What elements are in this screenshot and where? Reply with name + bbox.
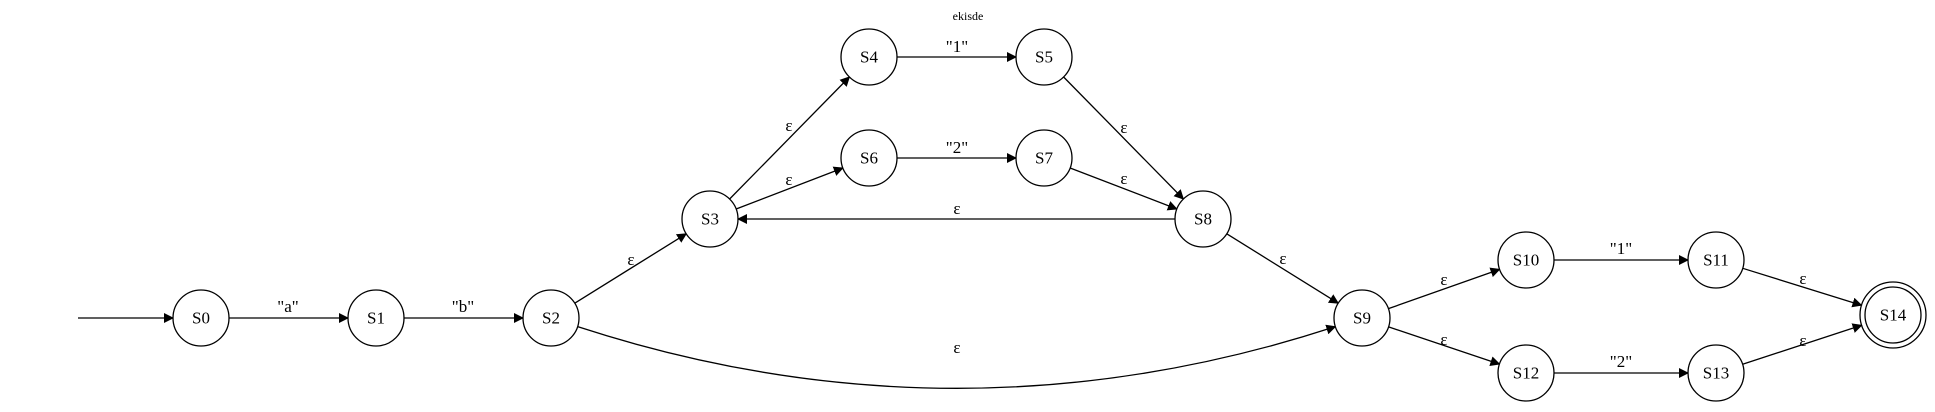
state-circle [172, 289, 230, 347]
state-circle [1333, 289, 1391, 347]
state-circle [1174, 190, 1232, 248]
state-label: S6 [860, 149, 878, 168]
state-s5: S5 [1015, 28, 1073, 86]
state-circle [1015, 28, 1073, 86]
state-label: S13 [1703, 364, 1729, 383]
state-label: S7 [1035, 149, 1053, 168]
state-circle [522, 289, 580, 347]
edge-label-s4-s5: "1" [946, 37, 968, 56]
edge-label-s3-s6: ε [785, 170, 792, 189]
state-s7: S7 [1015, 129, 1073, 187]
state-label: S14 [1880, 306, 1907, 325]
state-s8: S8 [1174, 190, 1232, 248]
edge-label-s7-s8: ε [1120, 169, 1127, 188]
state-label: S12 [1513, 364, 1539, 383]
edge-label-s13-s14: ε [1799, 331, 1806, 350]
state-s10: S10 [1497, 231, 1555, 289]
state-label: S9 [1353, 309, 1371, 328]
edge-label-s5-s8: ε [1120, 118, 1127, 137]
state-s4: S4 [840, 28, 898, 86]
state-label: S5 [1035, 48, 1053, 67]
state-label: S1 [367, 309, 385, 328]
edge-s3-s6 [735, 166, 844, 210]
state-label: S8 [1194, 210, 1212, 229]
state-s1: S1 [347, 289, 405, 347]
edge-label-s8-s3: ε [953, 199, 960, 218]
state-circle [1864, 286, 1922, 344]
edge-s8-s9 [1226, 233, 1340, 304]
state-label: S0 [192, 309, 210, 328]
state-s11: S11 [1687, 231, 1745, 289]
edge-label-s6-s7: "2" [946, 138, 968, 157]
state-s2: S2 [522, 289, 580, 347]
edge-label-s8-s9: ε [1279, 249, 1286, 268]
state-label: S11 [1703, 251, 1729, 270]
edge-s9-s12 [1388, 326, 1501, 366]
state-label: S4 [860, 48, 878, 67]
state-circle [1015, 129, 1073, 187]
state-circle [840, 129, 898, 187]
edge-s11-s14 [1742, 267, 1863, 308]
state-s12: S12 [1497, 344, 1555, 402]
edge-label-s1-s2: "b" [452, 297, 474, 316]
edge-s13-s14 [1742, 323, 1863, 365]
edges-layer: "a" "b" ε ε ε ε "1" "2" ε ε ε ε ε ε "1" "2" ε ε [78, 37, 1863, 389]
edge-s2-s9 [577, 324, 1337, 389]
state-circle [681, 190, 739, 248]
edge-label-s9-s10: ε [1440, 270, 1447, 289]
accepting-ring [1859, 281, 1927, 349]
state-circle [347, 289, 405, 347]
edge-label-s9-s12: ε [1440, 330, 1447, 349]
edge-s9-s10 [1388, 267, 1501, 310]
state-s0: S0 [172, 289, 230, 347]
state-circle [840, 28, 898, 86]
state-s13: S13 [1687, 344, 1745, 402]
state-s9: S9 [1333, 289, 1391, 347]
state-s6: S6 [840, 129, 898, 187]
state-circle [1497, 231, 1555, 289]
state-s14: S14 [1859, 281, 1927, 349]
edge-label-s0-s1: "a" [277, 297, 298, 316]
state-label: S2 [542, 309, 560, 328]
edge-label-s2-s9: ε [953, 338, 960, 357]
state-circle [1497, 344, 1555, 402]
edge-s5-s8 [1063, 76, 1185, 200]
edge-label-s11-s14: ε [1799, 269, 1806, 288]
diagram-title: ekisde [953, 9, 984, 23]
edge-s2-s3 [574, 233, 688, 304]
edge-s7-s8 [1069, 167, 1178, 211]
state-label: S10 [1513, 251, 1539, 270]
edge-s3-s4 [729, 76, 851, 200]
state-label: S3 [701, 210, 719, 229]
state-s3: S3 [681, 190, 739, 248]
state-circle [1687, 231, 1745, 289]
edge-label-s3-s4: ε [785, 116, 792, 135]
state-circle [1687, 344, 1745, 402]
edge-label-s12-s13: "2" [1610, 352, 1632, 371]
edge-label-s2-s3: ε [627, 250, 634, 269]
edge-label-s10-s11: "1" [1610, 239, 1632, 258]
